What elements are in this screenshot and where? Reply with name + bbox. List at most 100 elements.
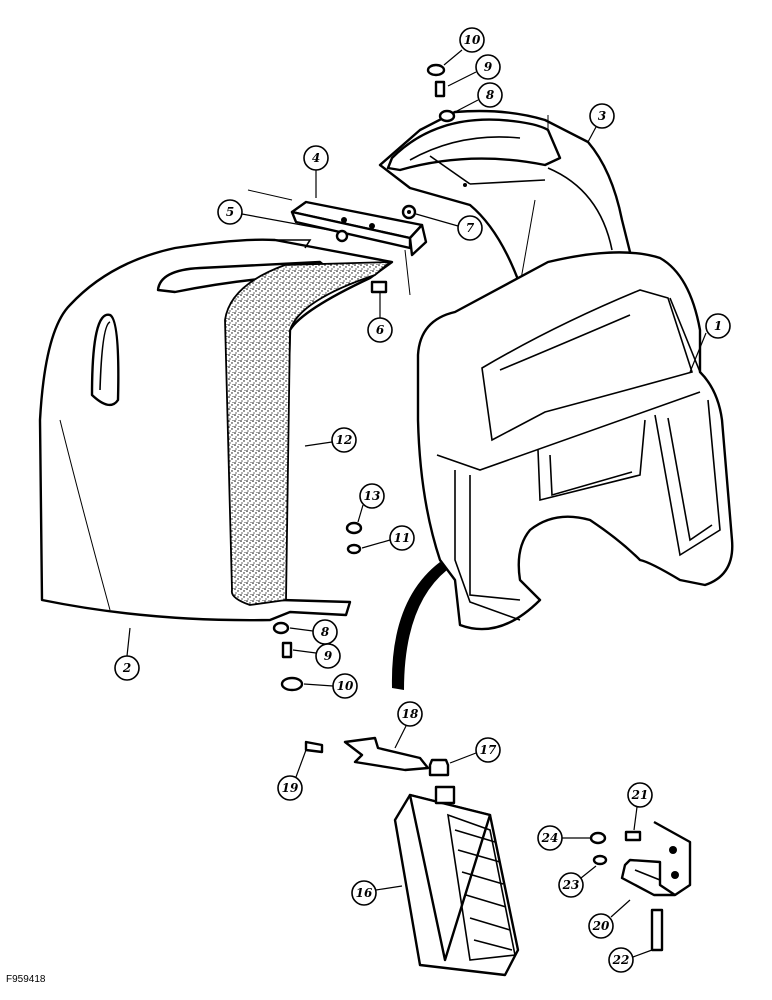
leader-line xyxy=(580,865,597,879)
callout-number: 17 xyxy=(480,743,497,757)
callout-c6: 6 xyxy=(367,292,393,343)
callout-circle xyxy=(332,673,358,699)
callout-number: 18 xyxy=(402,707,419,721)
callout-circle xyxy=(217,199,243,225)
callout-c5: 5 xyxy=(217,199,341,233)
hardware-upper xyxy=(335,63,456,294)
leader-line xyxy=(361,539,391,549)
callout-circle xyxy=(558,872,584,898)
callout-c12: 12 xyxy=(304,427,357,453)
callout-number: 20 xyxy=(592,919,610,933)
callout-number: 9 xyxy=(484,60,493,74)
hardware-side xyxy=(272,521,363,692)
callout-c2: 2 xyxy=(114,627,140,681)
callout-number: 13 xyxy=(364,489,381,503)
callout-number: 11 xyxy=(394,531,411,545)
callout-c17: 17 xyxy=(449,737,501,764)
callout-number: 16 xyxy=(356,886,373,900)
leader-line xyxy=(357,504,364,523)
callout-c16: 16 xyxy=(351,880,403,906)
callout-c3: 3 xyxy=(587,103,615,143)
callout-number: 19 xyxy=(282,781,299,795)
callout-circle xyxy=(351,880,377,906)
callout-circle xyxy=(705,313,731,339)
callout-circle xyxy=(277,775,303,801)
leader-line xyxy=(454,99,479,113)
leader-line xyxy=(415,213,459,227)
callout-number: 22 xyxy=(612,953,630,967)
callout-c18: 18 xyxy=(394,701,423,749)
callout-number: 8 xyxy=(321,625,330,639)
callout-circle xyxy=(477,82,503,108)
leader-line xyxy=(447,71,477,87)
harness-lead xyxy=(391,562,447,690)
part-16-lamp xyxy=(393,785,520,977)
part-17-grommet xyxy=(428,758,450,777)
callout-circle xyxy=(303,145,329,171)
callout-circle xyxy=(389,525,415,551)
callout-c10b: 10 xyxy=(303,673,358,699)
callout-c8a: 8 xyxy=(454,82,503,113)
callout-number: 9 xyxy=(324,649,333,663)
leader-line xyxy=(304,441,333,447)
leader-line xyxy=(449,752,477,764)
callout-circle xyxy=(537,825,563,851)
hardware-lower xyxy=(589,830,664,952)
callout-circle xyxy=(589,103,615,129)
callout-circle xyxy=(459,27,485,53)
callout-c8b: 8 xyxy=(289,619,338,645)
callout-c20: 20 xyxy=(588,899,631,939)
callout-circle xyxy=(475,54,501,80)
leader-line xyxy=(375,885,403,891)
callout-number: 23 xyxy=(562,878,580,892)
leader-line xyxy=(632,949,653,958)
part-4-bracket xyxy=(247,189,428,296)
callout-circle xyxy=(457,215,483,241)
callout-c19: 19 xyxy=(277,749,307,801)
callout-c4: 4 xyxy=(303,145,329,198)
leader-line xyxy=(610,899,631,918)
part-3-rear-cowl xyxy=(378,109,634,287)
callout-circle xyxy=(608,947,634,973)
callout-number: 24 xyxy=(541,831,559,845)
callout-c1: 1 xyxy=(689,313,731,373)
part-20-bracket xyxy=(620,820,692,897)
callout-c24: 24 xyxy=(537,825,590,851)
part-2-side-panel xyxy=(38,238,394,622)
leader-line xyxy=(289,627,314,632)
leader-line xyxy=(303,683,334,687)
callout-number: 4 xyxy=(312,151,320,165)
callout-c10a: 10 xyxy=(443,27,485,66)
callout-circle xyxy=(475,737,501,763)
callout-circle xyxy=(315,643,341,669)
callout-circle xyxy=(359,483,385,509)
callout-circle xyxy=(367,317,393,343)
callout-c22: 22 xyxy=(608,947,653,973)
callout-number: 21 xyxy=(631,788,649,802)
leader-line xyxy=(443,49,463,66)
callout-circle xyxy=(114,655,140,681)
callout-number: 8 xyxy=(486,88,495,102)
callout-c11: 11 xyxy=(361,525,415,551)
callout-number: 10 xyxy=(464,33,481,47)
callout-c13: 13 xyxy=(357,483,385,523)
callout-c7: 7 xyxy=(415,213,483,241)
leader-line xyxy=(295,749,307,778)
callout-circle xyxy=(588,913,614,939)
callout-number: 6 xyxy=(376,323,385,337)
callout-c21: 21 xyxy=(627,782,653,831)
leader-line xyxy=(126,627,131,657)
leader-line xyxy=(587,126,597,143)
callout-number: 5 xyxy=(226,205,234,219)
leader-line xyxy=(394,725,407,749)
leader-line xyxy=(292,649,317,654)
callout-c23: 23 xyxy=(558,865,597,898)
callout-c9b: 9 xyxy=(292,643,341,669)
figure-id-label: F959418 xyxy=(6,974,46,985)
part-1-instrument-housing xyxy=(416,251,734,631)
callout-circle xyxy=(397,701,423,727)
callout-number: 2 xyxy=(122,661,131,675)
callout-number: 12 xyxy=(336,433,353,447)
leader-line xyxy=(689,332,707,373)
